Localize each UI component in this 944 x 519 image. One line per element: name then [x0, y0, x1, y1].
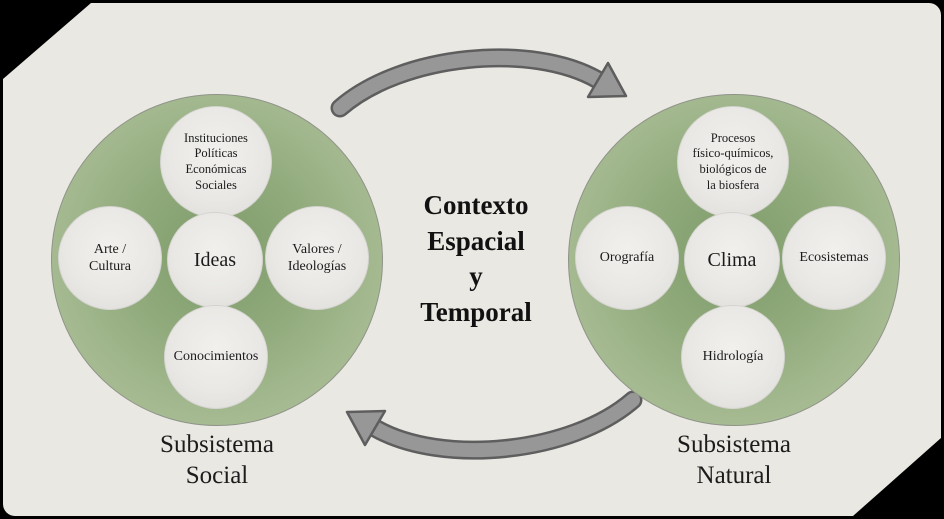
node-natural-hidrologia: Hidrología: [681, 305, 785, 409]
subsystem-natural-label: Subsistema Natural: [677, 431, 791, 489]
node-natural-ecosistemas: Ecosistemas: [782, 206, 886, 310]
subsystem-natural: Procesos físico-químicos, biológicos de …: [568, 94, 900, 426]
node-social-arte-cultura: Arte / Cultura: [58, 206, 162, 310]
node-social-ideas: Ideas: [167, 212, 263, 308]
curved-arrow-right-icon: [330, 46, 640, 120]
center-context-title: Contexto Espacial y Temporal: [420, 190, 532, 327]
curved-arrow-left-graphic: [345, 390, 643, 460]
curved-arrow-right-graphic: [330, 48, 628, 118]
curved-arrow-left-icon: [333, 388, 643, 462]
node-natural-orografia: Orografía: [575, 206, 679, 310]
node-social-conocimientos: Conocimientos: [164, 305, 268, 409]
subsystem-social: Instituciones Políticas Económicas Socia…: [51, 94, 383, 426]
node-social-valores: Valores / Ideologías: [265, 206, 369, 310]
node-social-instituciones: Instituciones Políticas Económicas Socia…: [160, 106, 272, 218]
node-natural-procesos: Procesos físico-químicos, biológicos de …: [677, 106, 789, 218]
node-natural-clima: Clima: [684, 212, 780, 308]
subsystem-social-label: Subsistema Social: [160, 431, 274, 489]
